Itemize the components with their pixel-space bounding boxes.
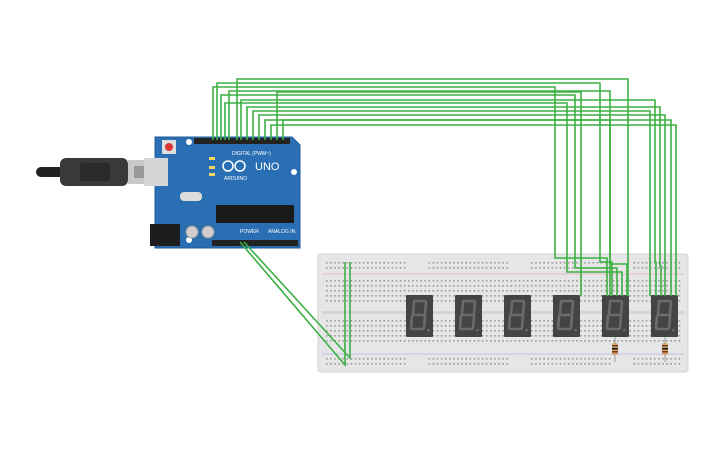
analog-label: ANALOG IN <box>268 229 296 235</box>
usb-cable[interactable] <box>36 158 156 186</box>
wire-13[interactable] <box>276 91 582 296</box>
board-model-label: UNO <box>255 161 280 173</box>
wire-15[interactable] <box>239 241 346 368</box>
wire-7[interactable] <box>240 99 657 296</box>
wire-10[interactable] <box>258 114 666 296</box>
atmega-chip <box>216 205 294 223</box>
seven-segment-display-2[interactable] <box>455 295 482 337</box>
wire-16[interactable] <box>243 241 351 361</box>
wire-14[interactable] <box>282 119 611 296</box>
crystal <box>180 192 202 201</box>
arduino-uno-board[interactable]: UNO ARDUINO DIGITAL (PWM~) POWER ANALOG … <box>144 136 301 249</box>
seven-segment-display-1[interactable] <box>406 295 433 337</box>
wire-6[interactable] <box>236 78 629 296</box>
wire-12[interactable] <box>270 124 677 296</box>
wire-4[interactable] <box>224 102 623 296</box>
usb-cable-strain-relief <box>36 167 64 177</box>
digital-header <box>194 138 290 144</box>
wire-8[interactable] <box>246 106 662 296</box>
wires <box>212 78 677 368</box>
seven-segment-display-6[interactable] <box>651 295 678 337</box>
wire-9[interactable] <box>252 110 651 296</box>
arduino-logo <box>222 160 246 172</box>
seven-segment-displays <box>406 295 678 337</box>
digital-label: DIGITAL (PWM~) <box>232 151 271 157</box>
seven-segment-display-5[interactable] <box>602 295 629 337</box>
power-label: POWER <box>240 229 259 235</box>
reset-button[interactable] <box>165 143 173 151</box>
power-analog-header <box>212 240 298 246</box>
resistor-1[interactable] <box>612 337 618 362</box>
breadboard[interactable] <box>317 253 689 373</box>
resistor-2[interactable] <box>662 337 668 362</box>
seven-segment-display-4[interactable] <box>553 295 580 337</box>
wire-1[interactable] <box>212 86 608 296</box>
usb-port <box>144 158 168 186</box>
power-jack <box>150 224 180 246</box>
seven-segment-display-3[interactable] <box>504 295 531 337</box>
brand-label: ARDUINO <box>224 176 247 182</box>
